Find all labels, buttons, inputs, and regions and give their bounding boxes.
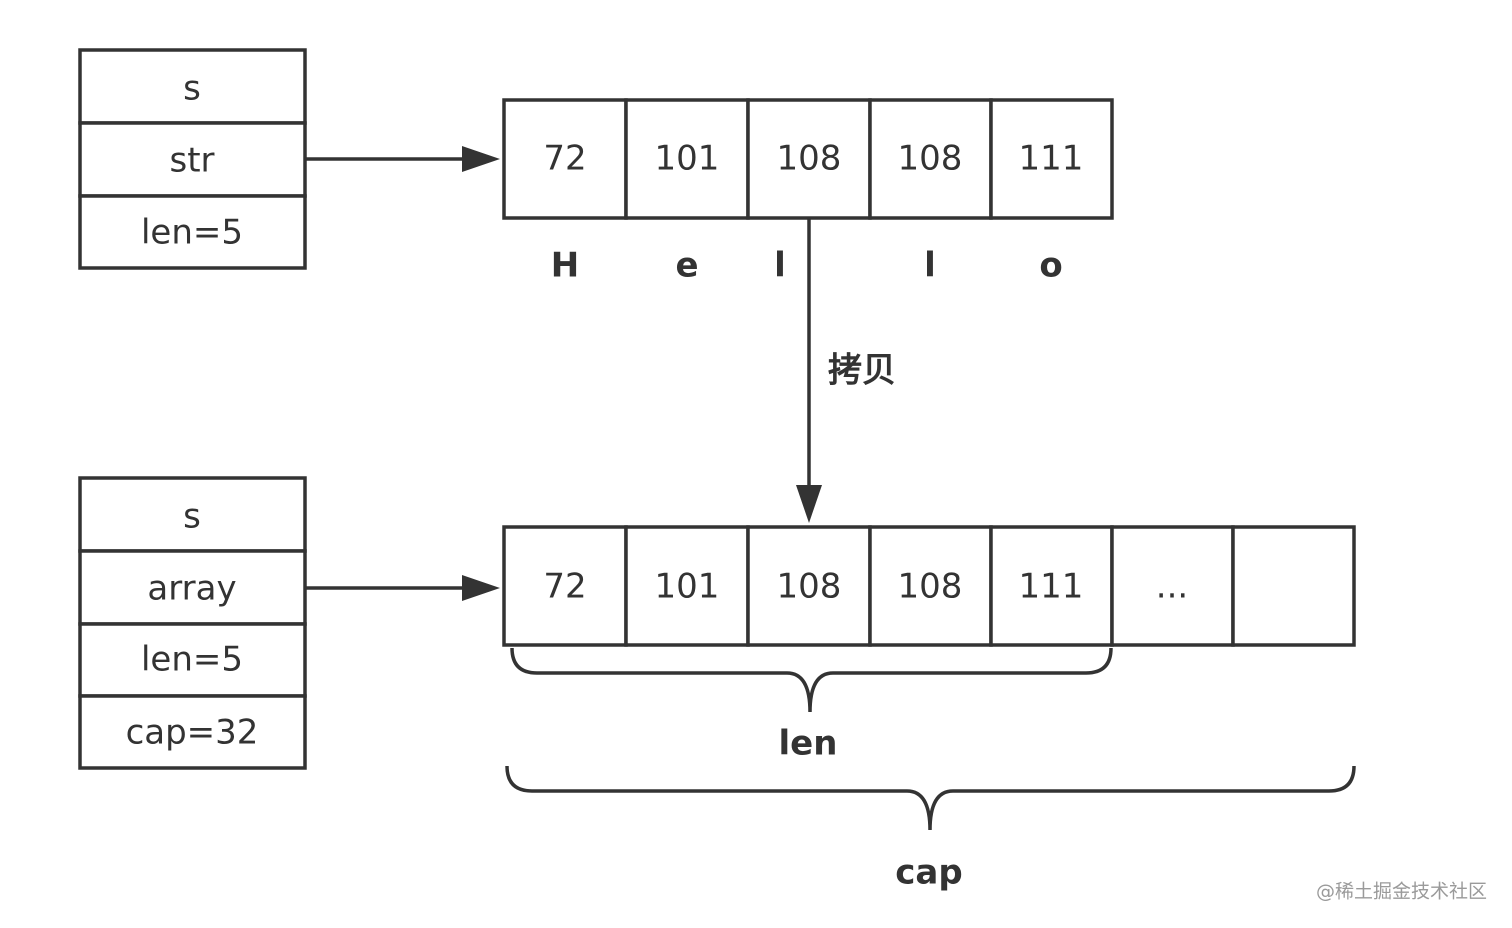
slice-byte-array: 72 101 108 108 111 ... bbox=[502, 525, 1356, 647]
string-byte-value: 72 bbox=[543, 139, 586, 179]
string-byte-value: 101 bbox=[655, 139, 720, 179]
slice-byte-cell bbox=[1231, 525, 1356, 647]
slice-byte-cell bbox=[989, 525, 1114, 647]
slice-header-field-cap: cap=32 bbox=[126, 713, 259, 753]
string-header-struct: s str len=5 bbox=[78, 48, 307, 270]
arrow-right-icon bbox=[462, 575, 500, 601]
cap-label: cap bbox=[895, 853, 962, 893]
string-byte-cell bbox=[989, 98, 1114, 220]
watermark: @稀土掘金技术社区 bbox=[1316, 881, 1487, 903]
slice-byte-value: 108 bbox=[777, 567, 842, 607]
char-label: H bbox=[551, 246, 579, 286]
string-byte-value: 111 bbox=[1019, 139, 1084, 179]
slice-header-field-cap-box bbox=[78, 694, 307, 770]
string-header-field-s: s bbox=[183, 69, 201, 109]
string-header-field-len: len=5 bbox=[141, 213, 243, 253]
string-byte-value: 108 bbox=[777, 139, 842, 179]
string-byte-array: 72 101 108 108 111 bbox=[502, 98, 1114, 220]
slice-header-struct: s array len=5 cap=32 bbox=[78, 476, 307, 770]
string-header-field-str-box bbox=[78, 121, 307, 198]
slice-header-field-len: len=5 bbox=[141, 640, 243, 680]
slice-byte-value: 111 bbox=[1019, 567, 1084, 607]
copy-arrow bbox=[796, 218, 822, 523]
string-header-field-len-box bbox=[78, 194, 307, 270]
string-pointer-arrow bbox=[305, 146, 500, 172]
slice-header-field-s: s bbox=[183, 497, 201, 537]
slice-byte-cell bbox=[502, 525, 628, 647]
len-label: len bbox=[779, 724, 838, 764]
slice-pointer-arrow bbox=[305, 575, 500, 601]
char-label: e bbox=[675, 246, 698, 286]
char-label: l bbox=[924, 246, 936, 286]
char-label: o bbox=[1039, 246, 1062, 286]
slice-byte-cell bbox=[746, 525, 872, 647]
slice-header-field-len-box bbox=[78, 622, 307, 698]
slice-header-field-array: array bbox=[147, 569, 236, 609]
slice-byte-value: 108 bbox=[898, 567, 963, 607]
slice-byte-cell bbox=[624, 525, 750, 647]
slice-byte-value: 101 bbox=[655, 567, 720, 607]
string-header-field-str: str bbox=[169, 141, 214, 181]
len-brace bbox=[510, 647, 1113, 713]
arrow-right-icon bbox=[462, 146, 500, 172]
string-header-field-s-box bbox=[78, 48, 307, 125]
cap-brace bbox=[505, 765, 1356, 831]
slice-byte-value: 72 bbox=[543, 567, 586, 607]
copy-label: 拷贝 bbox=[828, 351, 896, 391]
slice-byte-cell bbox=[868, 525, 993, 647]
arrow-down-icon bbox=[796, 485, 822, 523]
char-label: l bbox=[774, 246, 786, 286]
string-char-labels: H e l l o bbox=[551, 246, 1063, 286]
string-byte-value: 108 bbox=[898, 139, 963, 179]
slice-byte-value: ... bbox=[1156, 567, 1188, 607]
slice-byte-cell bbox=[1110, 525, 1235, 647]
